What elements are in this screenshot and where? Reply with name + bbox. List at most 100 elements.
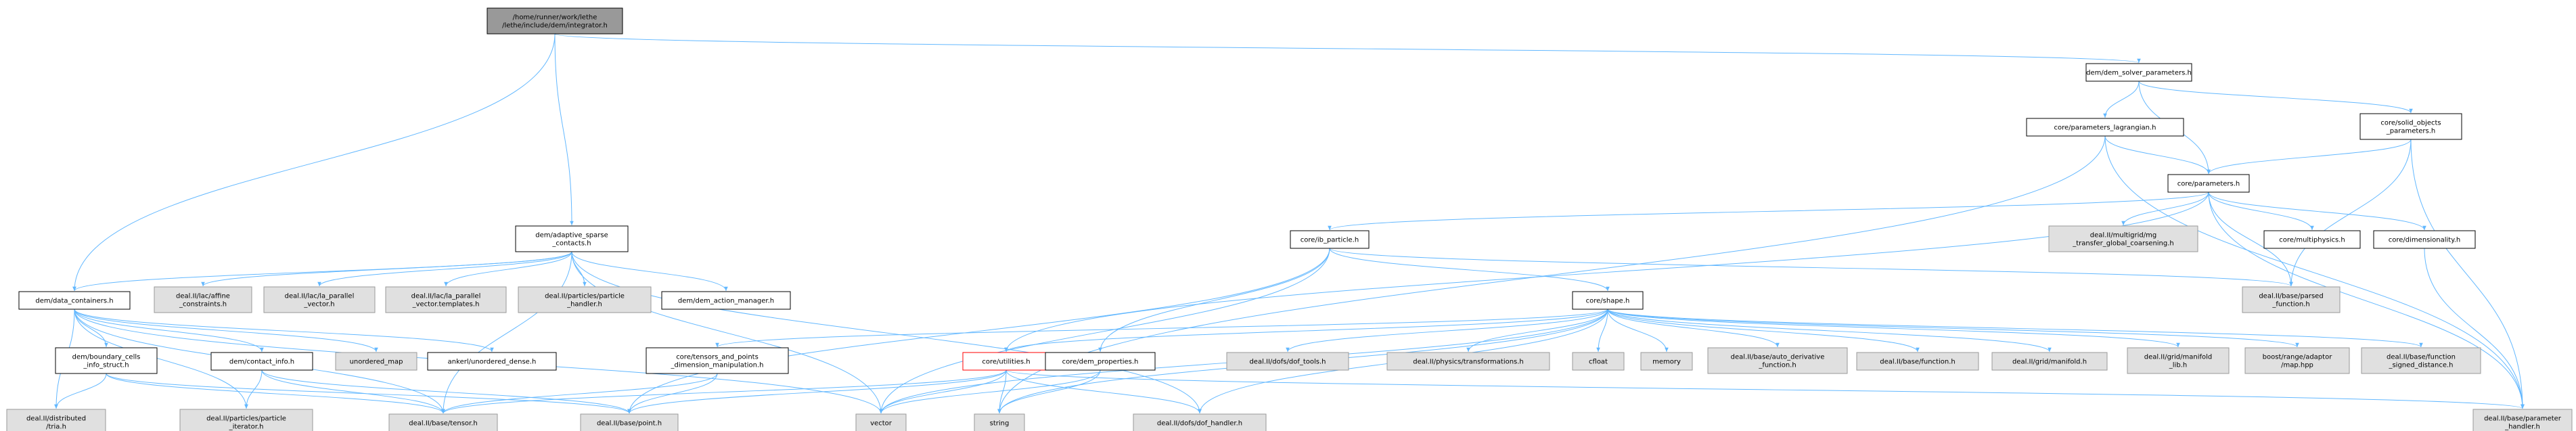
node-label-ankerl-line-1: ankerl/unordered_dense.h — [448, 359, 537, 366]
edge-adaptive-sparse-contacts-to-tensor — [441, 251, 572, 414]
node-label-adaptive-sparse-contacts-line-1: dem/adaptive_sparse — [535, 232, 608, 240]
node-label-particle-handler-line-1: deal.II/particles/particle — [545, 293, 625, 300]
node-label-tensor-line-1: deal.II/base/tensor.h — [409, 420, 478, 428]
node-box-tensors-points — [646, 347, 789, 374]
node-memory[interactable]: memory — [1640, 352, 1693, 371]
node-dem-solver-parameters[interactable]: dem/dem_solver_parameters.h — [2085, 63, 2192, 82]
edge-shape-to-manifold-lib — [1607, 309, 2180, 348]
node-manifold[interactable]: deal.II/grid/manifold.h — [1991, 352, 2108, 371]
node-dof-tools[interactable]: deal.II/dofs/dof_tools.h — [1226, 352, 1349, 371]
node-dem-properties[interactable]: core/dem_properties.h — [1045, 352, 1156, 371]
node-label-parameters-lagrangian-line-1: core/parameters_lagrangian.h — [2054, 124, 2156, 132]
edge-dimensionality-to-parameter-handler — [2424, 248, 2525, 409]
node-box-parameters-lagrangian — [2026, 118, 2184, 137]
node-contact-info[interactable]: dem/contact_info.h — [210, 352, 313, 371]
node-auto-derivative[interactable]: deal.II/base/auto_derivative_function.h — [1707, 347, 1848, 374]
node-label-particle-iterator-line-2: _iterator.h — [229, 424, 264, 431]
node-utilities[interactable]: core/utilities.h — [962, 352, 1050, 371]
edge-parameters-lagrangian-to-string — [997, 135, 2106, 414]
node-vector[interactable]: vector — [855, 413, 907, 431]
edge-solid-objects-parameters-to-parsed-function — [2289, 139, 2412, 287]
node-particle-iterator[interactable]: deal.II/particles/particle_iterator.h — [179, 409, 313, 431]
node-box-auto-derivative — [1707, 347, 1848, 374]
node-multigrid[interactable]: deal.II/multigrid/mg_transfer_global_coa… — [2048, 225, 2198, 252]
node-adaptive-sparse-contacts[interactable]: dem/adaptive_sparse_contacts.h — [515, 225, 629, 252]
node-shape[interactable]: core/shape.h — [1572, 291, 1644, 310]
node-label-la-parallel-vector-line-2: _vector.h — [303, 301, 334, 309]
node-box-boundary-cells-info — [55, 347, 158, 374]
edge-shape-to-transformations — [1466, 309, 1608, 353]
node-label-signed-distance-line-2: _signed_distance.h — [2388, 362, 2453, 369]
node-box-solid-objects-parameters — [2359, 113, 2462, 140]
node-cfloat[interactable]: cfloat — [1572, 352, 1625, 371]
edge-utilities-to-dof-handler — [1005, 369, 1202, 414]
edge-utilities-to-tensor — [441, 369, 1007, 414]
node-label-utilities-line-1: core/utilities.h — [982, 359, 1030, 366]
node-boost-adaptor[interactable]: boost/range/adaptor/map.hpp — [2244, 347, 2350, 374]
node-label-cfloat-line-1: cfloat — [1589, 359, 1608, 366]
node-affine-constraints[interactable]: deal.II/lac/affine_constraints.h — [154, 286, 252, 313]
node-boundary-cells-info[interactable]: dem/boundary_cells_info_struct.h — [55, 347, 158, 374]
node-ib-particle[interactable]: core/ib_particle.h — [1290, 230, 1370, 249]
node-box-parameters — [2167, 174, 2250, 193]
node-point[interactable]: deal.II/base/point.h — [580, 413, 679, 431]
node-box-memory — [1640, 352, 1693, 371]
node-data-containers[interactable]: dem/data_containers.h — [18, 291, 131, 310]
node-box-dof-tools — [1226, 352, 1349, 371]
node-parsed-function[interactable]: deal.II/base/parsed_function.h — [2242, 286, 2341, 313]
edge-dem-properties-to-vector — [879, 369, 1101, 414]
node-label-parameter-handler-line-2: _handler.h — [2504, 424, 2540, 431]
node-dimensionality[interactable]: core/dimensionality.h — [2373, 230, 2476, 249]
node-label-dem-solver-parameters-line-1: dem/dem_solver_parameters.h — [2086, 70, 2192, 77]
node-transformations[interactable]: deal.II/physics/transformations.h — [1386, 352, 1550, 371]
edge-ib-particle-to-vector — [879, 248, 1330, 414]
edge-adaptive-sparse-contacts-to-data-containers — [72, 251, 572, 292]
node-box-dem-solver-parameters — [2085, 63, 2192, 82]
node-string[interactable]: string — [974, 413, 1025, 431]
node-box-ankerl — [427, 352, 557, 371]
edge-shape-to-memory — [1607, 309, 1669, 353]
edge-shape-to-function — [1607, 309, 1920, 353]
node-unordered-map[interactable]: unordered_map — [335, 352, 417, 371]
node-box-dem-properties — [1045, 352, 1156, 371]
node-parameters[interactable]: core/parameters.h — [2167, 174, 2250, 193]
node-tensor[interactable]: deal.II/base/tensor.h — [388, 413, 498, 431]
node-label-multigrid-line-1: deal.II/multigrid/mg — [2090, 232, 2156, 240]
edge-parameters-to-utilities — [1004, 191, 2209, 353]
node-multiphysics[interactable]: core/multiphysics.h — [2263, 230, 2361, 249]
node-dof-handler[interactable]: deal.II/dofs/dof_handler.h — [1133, 413, 1267, 431]
node-tensors-points[interactable]: core/tensors_and_points_dimension_manipu… — [646, 347, 789, 374]
node-ankerl[interactable]: ankerl/unordered_dense.h — [427, 352, 557, 371]
node-la-parallel-vector[interactable]: deal.II/lac/la_parallel_vector.h — [263, 286, 376, 313]
node-label-ib-particle-line-1: core/ib_particle.h — [1301, 237, 1359, 244]
edge-data-containers-to-ankerl — [74, 309, 494, 353]
node-manifold-lib[interactable]: deal.II/grid/manifold_lib.h — [2127, 347, 2230, 374]
node-la-parallel-vector-templates[interactable]: deal.II/lac/la_parallel_vector.templates… — [385, 286, 507, 313]
edge-contact-info-to-tensor — [261, 369, 445, 414]
node-solid-objects-parameters[interactable]: core/solid_objects_parameters.h — [2359, 113, 2462, 140]
node-box-function — [1856, 352, 1979, 371]
node-box-tria — [6, 409, 106, 431]
node-tria[interactable]: deal.II/distributed/tria.h — [6, 409, 106, 431]
node-particle-handler[interactable]: deal.II/particles/particle_handler.h — [518, 286, 652, 313]
edge-shape-to-cfloat — [1596, 309, 1608, 353]
edge-parameters-lagrangian-to-parameters — [2104, 135, 2211, 175]
node-label-tensors-points-line-2: _dimension_manipulation.h — [670, 362, 763, 369]
edge-boundary-cells-info-to-point — [106, 373, 631, 414]
node-box-cfloat — [1572, 352, 1625, 371]
edge-parameters-to-dimensionality — [2208, 191, 2426, 231]
node-parameter-handler[interactable]: deal.II/base/parameter_handler.h — [2472, 409, 2573, 431]
node-box-transformations — [1386, 352, 1550, 371]
node-root[interactable]: /home/runner/work/lethe/lethe/include/de… — [487, 7, 623, 35]
node-signed-distance[interactable]: deal.II/base/function_signed_distance.h — [2361, 347, 2481, 374]
node-parameters-lagrangian[interactable]: core/parameters_lagrangian.h — [2026, 118, 2184, 137]
node-label-boundary-cells-info-line-1: dem/boundary_cells — [72, 354, 141, 361]
edge-parameters-lagrangian-to-parameter-handler — [2104, 135, 2525, 409]
node-dem-action-manager[interactable]: dem/dem_action_manager.h — [661, 291, 791, 310]
edge-adaptive-sparse-contacts-to-dem-action-manager — [571, 251, 728, 292]
edge-parameters-to-parsed-function — [2208, 191, 2293, 287]
node-function[interactable]: deal.II/base/function.h — [1856, 352, 1979, 371]
node-label-unordered-map-line-1: unordered_map — [350, 359, 403, 366]
node-box-particle-iterator — [179, 409, 313, 431]
